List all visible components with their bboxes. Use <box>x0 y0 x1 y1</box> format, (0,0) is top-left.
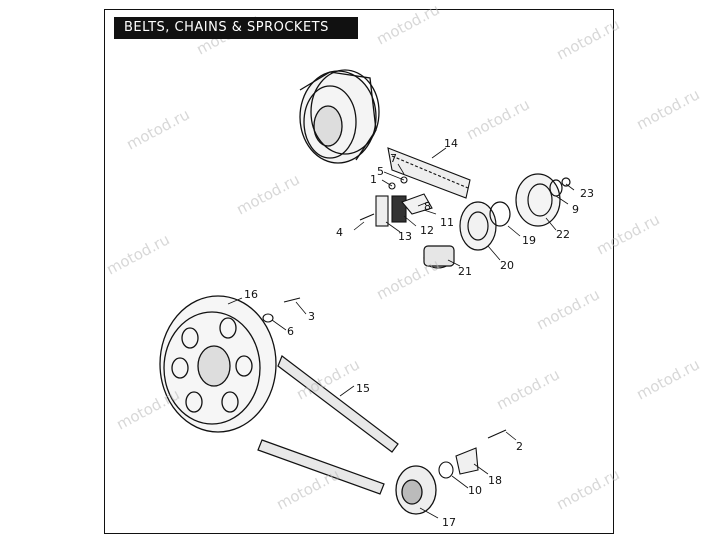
watermark: motod.ru <box>273 465 342 513</box>
callout-11: 11 <box>440 216 454 229</box>
secondary-drive-belt <box>257 355 399 495</box>
watermark: motod.ru <box>533 285 602 333</box>
watermark: motod.ru <box>553 465 622 513</box>
rear-wheel-pulley <box>159 295 277 433</box>
watermark: motod.ru <box>593 210 662 258</box>
callout-12: 12 <box>420 224 434 237</box>
clutch-shell <box>299 69 380 164</box>
callout-14: 14 <box>444 137 458 150</box>
transmission-sprocket <box>395 465 437 515</box>
watermark: motod.ru <box>373 255 442 303</box>
watermark: motod.ru <box>233 170 302 218</box>
watermark: motod.ru <box>123 105 192 153</box>
callout-21: 21 <box>458 265 472 278</box>
callout-2: 2 <box>516 440 523 453</box>
lock-plate <box>455 447 479 475</box>
callout-19: 19 <box>522 234 536 247</box>
engine-sprocket <box>459 201 511 251</box>
leader-lines <box>227 147 575 519</box>
callout-16: 16 <box>244 288 258 301</box>
washer <box>262 313 274 323</box>
callout-1: 1 <box>370 173 377 186</box>
watermark: motod.ru <box>113 385 182 433</box>
callout-5: 5 <box>377 165 384 178</box>
callout-23: 23 <box>580 187 594 200</box>
callout-22: 22 <box>556 228 570 241</box>
callout-9: 9 <box>572 203 579 216</box>
callout-18: 18 <box>488 474 502 487</box>
chain-tensioner <box>359 176 433 227</box>
compensating-sprocket <box>423 245 455 269</box>
callout-7: 7 <box>390 152 397 165</box>
callout-17: 17 <box>442 516 456 529</box>
callout-4: 4 <box>336 226 343 239</box>
nut <box>438 461 454 479</box>
compensating-sprocket-cover <box>515 173 571 227</box>
title-bar <box>114 17 358 39</box>
watermark: motod.ru <box>493 365 562 413</box>
callout-15: 15 <box>356 382 370 395</box>
watermark: motod.ru <box>633 85 702 133</box>
callout-10: 10 <box>468 484 482 497</box>
watermark: motod.ru <box>633 355 702 403</box>
primary-chain <box>387 147 471 199</box>
mounting-screw <box>283 297 507 439</box>
watermark-pattern: motod.ru motod.ru motod.ru motod.ru moto… <box>103 0 702 513</box>
callout-labels: 1 2 3 4 5 6 7 8 9 10 11 12 13 14 15 16 1… <box>244 137 594 529</box>
watermark: motod.ru <box>103 230 172 278</box>
diagram-title: BELTS, CHAINS & SPROCKETS <box>124 20 329 35</box>
watermark: motod.ru <box>463 95 532 143</box>
watermark: motod.ru <box>373 0 442 48</box>
callout-3: 3 <box>308 310 315 323</box>
callout-8: 8 <box>424 200 431 213</box>
callout-13: 13 <box>398 230 412 243</box>
callout-6: 6 <box>287 325 294 338</box>
callout-20: 20 <box>500 259 514 272</box>
watermark: motod.ru <box>553 15 622 63</box>
